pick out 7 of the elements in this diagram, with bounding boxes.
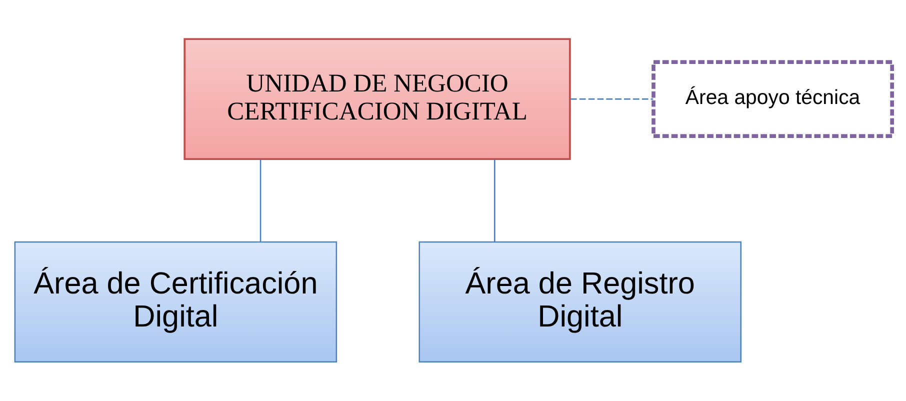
node-box: Área apoyo técnica (651, 60, 894, 138)
node-box: Área de Registro Digital (418, 241, 742, 363)
connector (494, 159, 495, 242)
node-box: Área de Certificación Digital (14, 241, 337, 363)
node-box: UNIDAD DE NEGOCIO CERTIFICACION DIGITAL (183, 38, 570, 160)
connector (570, 98, 653, 100)
connector (259, 159, 261, 242)
